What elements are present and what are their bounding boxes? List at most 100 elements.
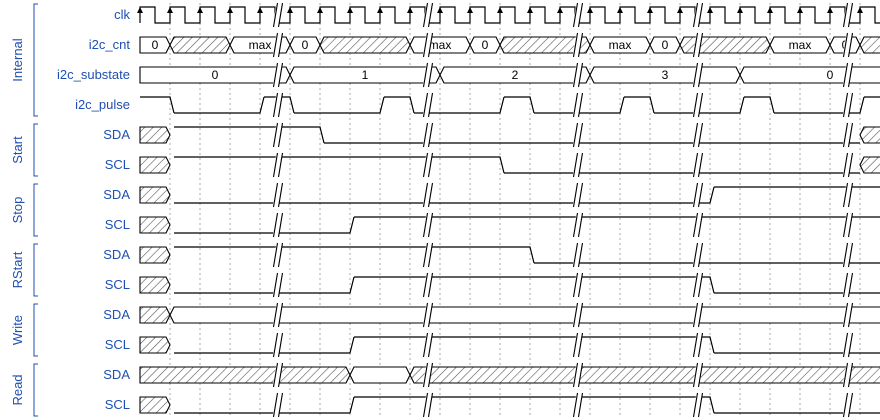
time-break-marker [692,32,704,58]
grid-lines [169,3,861,418]
signal-labels: clki2c_cnti2c_substatei2c_pulseSDASCLSDA… [57,7,130,412]
time-break-marker [422,92,434,118]
time-break-marker [572,182,584,208]
time-break-marker [572,272,584,298]
time-break-marker [422,392,434,418]
time-break-marker [272,152,284,178]
signal-label-i2c-substate: i2c_substate [57,67,130,82]
wave-clk [137,2,880,28]
time-break-marker [272,242,284,268]
bus-value-label: max [249,38,272,52]
time-break-marker [572,212,584,238]
bus-value [169,306,880,324]
level-high [140,96,175,114]
bus-value-label: max [609,38,632,52]
wave-sda [139,362,880,388]
undefined-region [679,36,771,54]
level-high [624,96,655,114]
time-break-marker [272,362,284,388]
time-break-marker [272,92,284,118]
bus-value-label: 2 [512,68,519,82]
signal-label-scl: SCL [105,217,130,232]
time-break-marker [572,92,584,118]
level-low [654,96,745,114]
time-break-marker [272,392,284,418]
group-label-rstart: RStart [10,251,25,288]
bus-value-label: max [429,38,452,52]
time-break-marker [572,122,584,148]
group-label-read: Read [10,374,25,405]
time-break-marker [572,392,584,418]
time-break-marker [422,2,434,28]
group-bracket [33,183,38,237]
time-break-marker [842,242,854,268]
bus-value-label: 0 [482,38,489,52]
time-break-marker [422,362,434,388]
undefined-region [139,246,171,264]
bus-value [739,66,880,84]
clock-trace [139,6,880,24]
signal-label-sda: SDA [103,307,130,322]
group-label-write: Write [10,315,25,345]
time-break-marker [422,242,434,268]
signal-label-i2c-pulse: i2c_pulse [75,97,130,112]
time-break-marker [842,302,854,328]
signal-label-sda: SDA [103,367,130,382]
group-bracket [33,243,38,297]
level-low [414,96,505,114]
undefined-region [409,366,880,384]
level-high [354,276,715,294]
level-high [174,126,325,144]
signal-label-clk: clk [114,7,130,22]
time-break-marker [692,302,704,328]
time-break-marker [692,182,704,208]
time-break-marker [572,62,584,88]
signal-label-sda: SDA [103,247,130,262]
time-break-marker [572,362,584,388]
undefined-region [139,156,171,174]
time-break-marker [842,32,854,58]
time-break-marker [422,32,434,58]
time-break-marker [692,392,704,418]
undefined-region [169,36,231,54]
time-break-marker [272,62,284,88]
time-break-marker [272,2,284,28]
bus-value-label: 0 [212,68,219,82]
level-high [354,336,715,354]
undefined-region [139,126,171,144]
time-break-marker [842,182,854,208]
time-break-marker [692,92,704,118]
signal-label-sda: SDA [103,127,130,142]
wave-sda [139,242,880,268]
time-break-marker [272,212,284,238]
time-break-marker [842,92,854,118]
group-internal: Internal [10,3,38,117]
undefined-region [139,216,171,234]
bus-value-label: 0 [827,68,834,82]
undefined-region [859,36,880,54]
undefined-region [139,366,351,384]
undefined-region [139,186,171,204]
group-label-start: Start [10,136,25,164]
wave-sda [139,122,880,148]
signal-label-scl: SCL [105,277,130,292]
level-high [744,96,775,114]
undefined-region [139,276,171,294]
level-low [174,336,355,354]
time-break-marker [422,182,434,208]
undefined-region [319,36,411,54]
level-high [384,96,415,114]
bus-value-label: 3 [662,68,669,82]
level-low [174,396,355,414]
level-high [174,156,505,174]
time-break-marker [272,182,284,208]
group-write: Write [10,303,38,357]
time-break-marker [422,152,434,178]
undefined-region [139,306,171,324]
time-break-marker [572,152,584,178]
group-label-stop: Stop [10,197,25,224]
level-low [174,216,355,234]
